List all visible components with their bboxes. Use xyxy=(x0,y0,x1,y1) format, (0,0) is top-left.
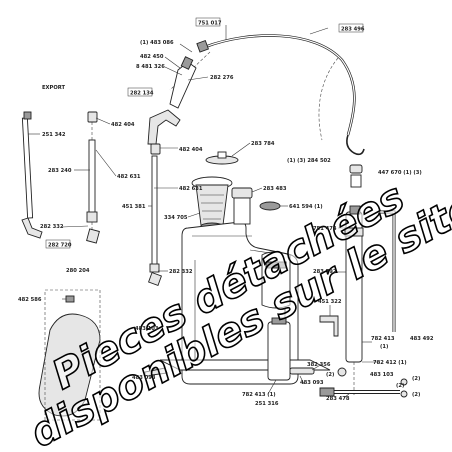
cylinder-top xyxy=(349,205,361,215)
label-283496: 283 496 xyxy=(341,27,365,33)
inner-filter-cap xyxy=(271,317,287,325)
label-382356: 382 356 xyxy=(307,362,331,368)
label-box-282134 xyxy=(127,87,153,97)
strap-clip xyxy=(65,295,75,303)
label-782413-a: 782 413 xyxy=(371,336,395,342)
export-extension xyxy=(88,139,96,216)
label-note-2a: (2) xyxy=(326,372,334,378)
lance-hook xyxy=(346,134,365,156)
export-wand-tip xyxy=(23,111,32,120)
label-282332-a: 282 332 xyxy=(40,224,64,230)
label-8481326: 8 481 326 xyxy=(136,64,165,70)
label-export: EXPORT xyxy=(42,85,66,91)
lance-tube-outline xyxy=(204,35,355,136)
label-482631-a: 482 631 xyxy=(117,174,141,180)
label-251342: 251 342 xyxy=(42,132,66,138)
label-283483: 283 483 xyxy=(263,186,287,192)
washer-382356 xyxy=(337,367,347,377)
label-283784: 283 784 xyxy=(251,141,275,147)
leader-lines xyxy=(28,25,380,399)
label-282134: 282 134 xyxy=(130,91,154,97)
label-483492: 483 492 xyxy=(410,336,434,342)
label-note-2d: (2) xyxy=(412,392,420,398)
bracket xyxy=(319,315,339,337)
label-box-282720 xyxy=(45,239,71,249)
lance-tube xyxy=(204,34,356,136)
label-447670: 447 670 (1) (3) xyxy=(378,170,422,176)
pressure-chamber xyxy=(233,197,251,225)
label-451322: 451 322 xyxy=(318,299,342,305)
label-483093-a: 483 093 xyxy=(132,375,156,381)
chamber-seal xyxy=(259,201,281,211)
label-box-283496 xyxy=(338,23,364,33)
handle-body xyxy=(169,61,197,109)
export-wand xyxy=(21,117,34,219)
label-482404-b: 482 404 xyxy=(179,147,203,153)
trigger-handle xyxy=(147,109,181,145)
label-283792: 283 792 xyxy=(313,269,337,275)
nut-upper xyxy=(150,143,161,155)
base-tube xyxy=(289,367,315,375)
label-note-2c: (2) xyxy=(396,383,404,389)
label-box-751017 xyxy=(195,17,221,27)
label-782413-b: 782 413 (1) xyxy=(242,392,276,398)
label-482404-a: 482 404 xyxy=(111,122,135,128)
right-pipe-inner xyxy=(378,211,395,332)
label-280204: 280 204 xyxy=(66,268,90,274)
label-451381: 451 381 xyxy=(122,204,146,210)
label-483086: (1) 483 086 xyxy=(140,40,174,46)
label-284502: (1) (3) 284 502 xyxy=(287,158,331,164)
valve-cap xyxy=(349,164,363,174)
hose-connector xyxy=(148,272,162,286)
label-751017: 751 017 xyxy=(198,21,222,27)
back-cushion xyxy=(38,313,101,417)
label-251316: 251 316 xyxy=(255,401,279,407)
lance-nozzle xyxy=(196,39,209,53)
label-483093-b: 483 093 xyxy=(300,380,324,386)
tank-lid-knob xyxy=(217,151,227,159)
label-482586: 482 586 xyxy=(18,297,42,303)
parts-drawing xyxy=(21,25,408,421)
pump-cap xyxy=(265,261,287,269)
label-283240: 283 240 xyxy=(48,168,72,174)
guide-line-2 xyxy=(318,57,339,141)
pressure-chamber-top xyxy=(231,187,253,199)
valve-body xyxy=(350,174,362,188)
label-782412: 782 412 (1) xyxy=(373,360,407,366)
label-482631-b: 482 631 xyxy=(179,186,203,192)
label-483103-b: 483 103 xyxy=(370,372,394,378)
nut-2b xyxy=(400,390,408,398)
hose xyxy=(151,155,158,267)
export-nut xyxy=(87,111,98,123)
label-751474: 751 474 xyxy=(313,226,337,232)
export-wand-elbow xyxy=(21,217,43,239)
label-641594: 641 594 (1) xyxy=(289,204,323,210)
strainer-mesh xyxy=(200,194,224,220)
label-note-2b: (2) xyxy=(412,376,420,382)
label-483103-a: 483 103 xyxy=(135,326,159,332)
lever-grip xyxy=(319,387,335,397)
label-334705: 334 705 xyxy=(164,215,188,221)
label-282332-b: 282 332 xyxy=(169,269,193,275)
cylinder-band xyxy=(344,227,364,237)
back-cushion-dash xyxy=(44,289,101,421)
label-282276: 282 276 xyxy=(210,75,234,81)
part-labels: 751 017 283 496 (1) 483 086 482 450 8 48… xyxy=(18,17,434,407)
export-connector-b xyxy=(86,228,100,244)
handle-cap xyxy=(180,56,194,70)
hose-fitting xyxy=(149,263,160,273)
label-482450: 482 450 xyxy=(140,54,164,60)
label-282720: 282 720 xyxy=(48,243,72,249)
nut-2a xyxy=(400,378,408,386)
label-283478: 283 478 xyxy=(326,396,350,402)
label-782413-a-note: (1) xyxy=(380,344,388,350)
export-connector-a xyxy=(86,211,98,223)
base-frame-bar xyxy=(144,367,168,377)
